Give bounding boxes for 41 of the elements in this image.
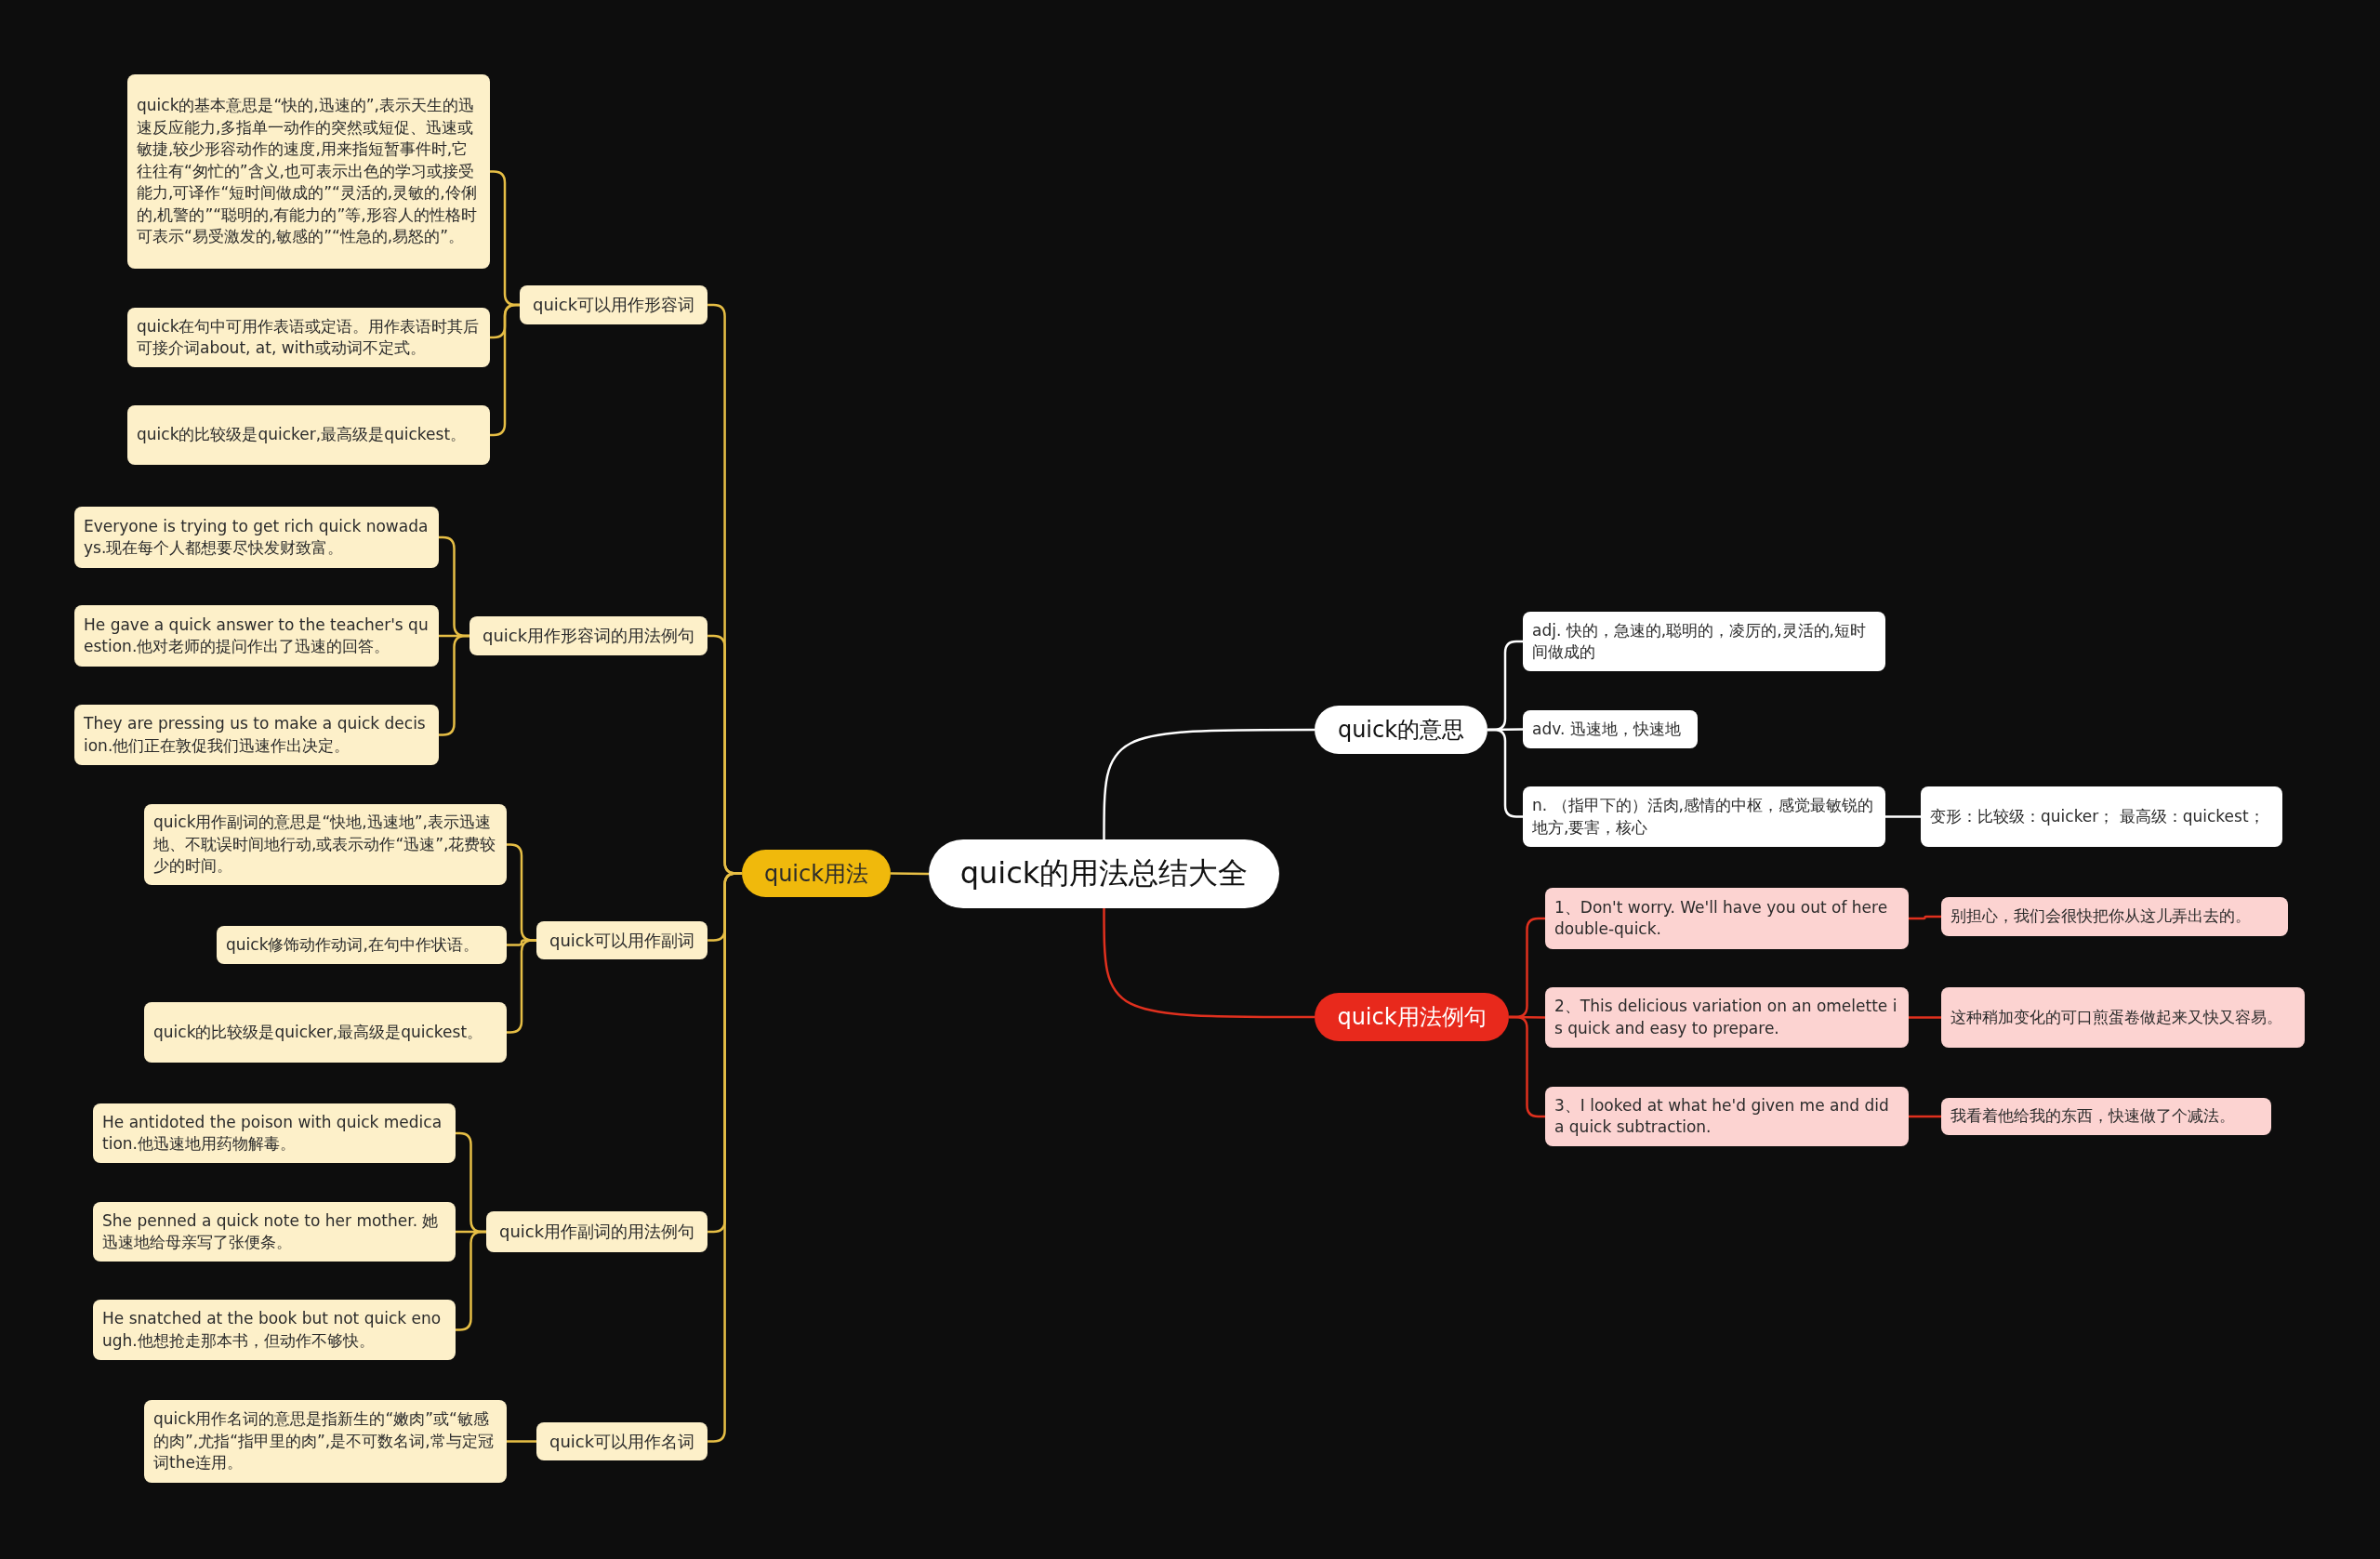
- subtopic-box: quick可以用作副词: [536, 921, 708, 959]
- subtopic-box: quick用作副词的用法例句: [486, 1211, 708, 1252]
- note-box: He antidoted the poison with quick medication.他迅速地用药物解毒。: [93, 1103, 456, 1163]
- note-box: 这种稍加变化的可口煎蛋卷做起来又快又容易。: [1941, 987, 2305, 1048]
- subtopic-box: quick可以用作形容词: [520, 285, 708, 324]
- note-box: 2、This delicious variation on an omelette is quick and easy to prepare.: [1545, 987, 1909, 1048]
- note-box: quick用作副词的意思是“快地,迅速地”,表示迅速地、不耽误时间地行动,或表示动作“迅速”,花费较少的时间。: [144, 804, 507, 885]
- connector-line: [1103, 728, 1315, 839]
- main-topic: quick用法: [742, 850, 891, 897]
- note-box: adj. 快的，急速的,聪明的，凌厉的,灵活的,短时间做成的: [1523, 612, 1885, 671]
- note-box: quick用作名词的意思是指新生的“嫩肉”或“敏感的肉”,尤指“指甲里的肉”,是不可数名词,常与定冠词the连用。: [144, 1400, 507, 1483]
- connector-line: [1909, 915, 1941, 920]
- connector-line: [1103, 908, 1315, 1019]
- connector-line: [1909, 1016, 1941, 1019]
- central-topic: quick的用法总结大全: [929, 839, 1279, 908]
- subtopic-box: quick用作形容词的用法例句: [469, 616, 708, 655]
- note-box: quick的基本意思是“快的,迅速的”,表示天生的迅速反应能力,多指单一动作的突然或短促、迅速或敏捷,较少形容动作的速度,用来指短暂事件时,它往往有“匆忙的”含义,也可表示出色的学习或接受能力,可译作“短时间做成的”“灵活的,灵敏的,伶俐的,机警的”“聪明的,有能力的”等,形容人的性格时可表示“易受激发的,敏感的”“性急的,易怒的”。: [127, 74, 490, 269]
- main-topic: quick用法例句: [1315, 993, 1509, 1041]
- note-box: She penned a quick note to her mother. 她迅速地给母亲写了张便条。: [93, 1202, 456, 1262]
- note-box: They are pressing us to make a quick decision.他们正在敦促我们迅速作出决定。: [74, 705, 439, 765]
- note-box: quick修饰动作动词,在句中作状语。: [217, 926, 507, 964]
- note-box: n. （指甲下的）活肉,感情的中枢，感觉最敏锐的地方,要害，核心: [1523, 786, 1885, 847]
- note-box: 变形：比较级：quicker； 最高级：quickest；: [1921, 786, 2282, 847]
- connector-line: [1885, 815, 1921, 818]
- note-box: quick的比较级是quicker,最高级是quickest。: [144, 1002, 507, 1063]
- note-box: He gave a quick answer to the teacher's question.他对老师的提问作出了迅速的回答。: [74, 605, 439, 667]
- note-box: 3、I looked at what he'd given me and did a quick subtraction.: [1545, 1087, 1909, 1146]
- note-box: 别担心，我们会很快把你从这儿弄出去的。: [1941, 897, 2288, 936]
- main-topic: quick的意思: [1315, 706, 1488, 754]
- note-box: quick在句中可用作表语或定语。用作表语时其后可接介词about, at, with或动词不定式。: [127, 308, 490, 367]
- note-box: 我看着他给我的东西，快速做了个减法。: [1941, 1098, 2271, 1135]
- connector-line: [1909, 1115, 1941, 1118]
- note-box: 1、Don't worry. We'll have you out of here double-quick.: [1545, 888, 1909, 949]
- connector-line: [507, 1440, 536, 1443]
- note-box: He snatched at the book but not quick enough.他想抢走那本书，但动作不够快。: [93, 1300, 456, 1360]
- note-box: adv. 迅速地，快速地: [1523, 710, 1698, 748]
- note-box: Everyone is trying to get rich quick nowadays.现在每个人都想要尽快发财致富。: [74, 507, 439, 568]
- subtopic-box: quick可以用作名词: [536, 1422, 708, 1460]
- connector-line: [1488, 728, 1523, 818]
- connector-line: [891, 872, 929, 876]
- note-box: quick的比较级是quicker,最高级是quickest。: [127, 405, 490, 465]
